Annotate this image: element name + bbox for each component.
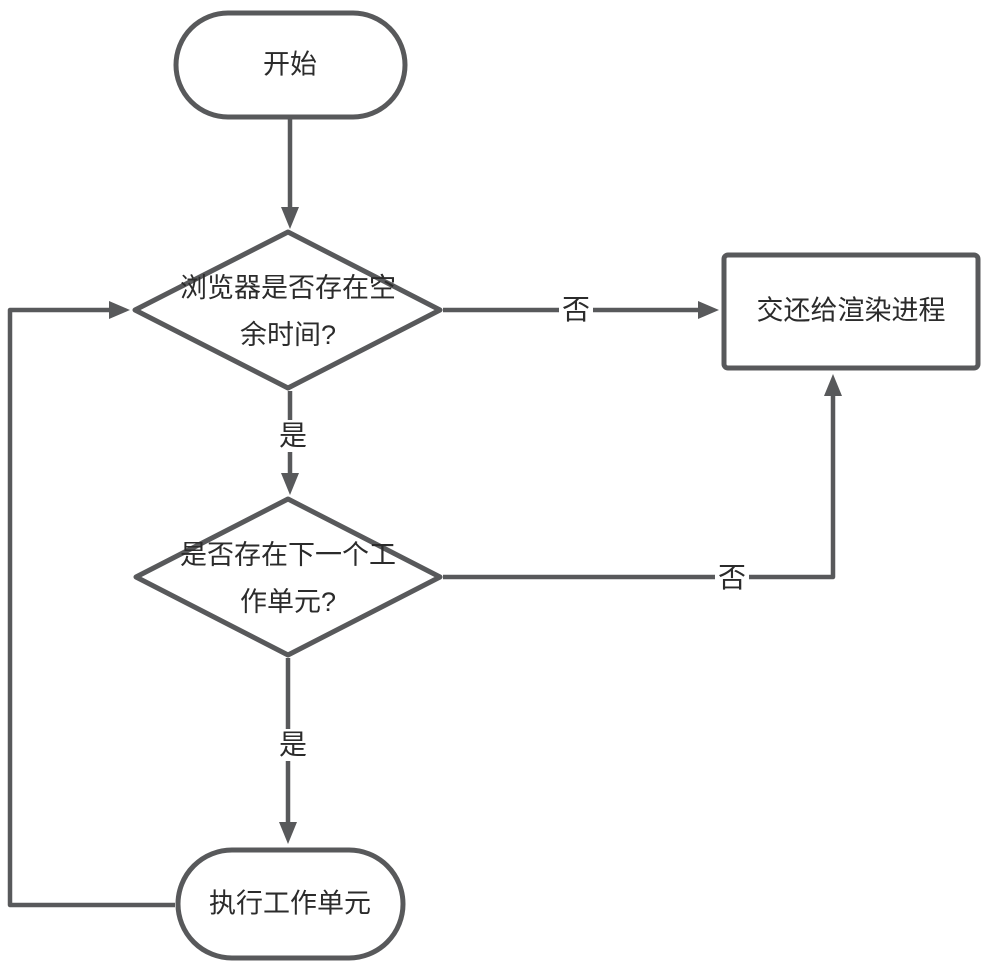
edge-decision-next-no (443, 374, 842, 580)
arrow-right-icon (698, 301, 719, 319)
return-to-render-process-shape (721, 252, 981, 371)
edge-label-next-yes: 是 (275, 729, 311, 761)
arrow-down-icon (281, 473, 299, 495)
start-node-label: 开始 (263, 49, 317, 80)
start-node-shape (173, 10, 408, 120)
execute-work-unit-shape (175, 847, 406, 961)
edge-label-idle-yes: 是 (275, 420, 311, 452)
arrow-down-icon (279, 822, 297, 844)
execute-work-unit-label: 执行工作单元 (209, 888, 371, 919)
edge-label-next-no: 否 (714, 562, 750, 594)
decision-next-work-unit-shape (133, 496, 443, 658)
arrow-right-icon (109, 301, 130, 319)
edge-loop-back-to-decision-idle (7, 301, 175, 908)
edge-label-idle-no: 否 (558, 294, 594, 326)
decision-idle-time-shape (132, 229, 443, 391)
return-to-render-process-label: 交还给渲染进程 (756, 295, 946, 326)
arrow-up-icon (824, 374, 842, 396)
decision-idle-time-label: 浏览器是否存在空余时间? (180, 273, 396, 350)
decision-next-work-unit-label: 是否存在下一个工作单元? (180, 540, 396, 617)
arrow-down-icon (281, 207, 299, 229)
edge-start-to-decision-idle (281, 118, 299, 229)
